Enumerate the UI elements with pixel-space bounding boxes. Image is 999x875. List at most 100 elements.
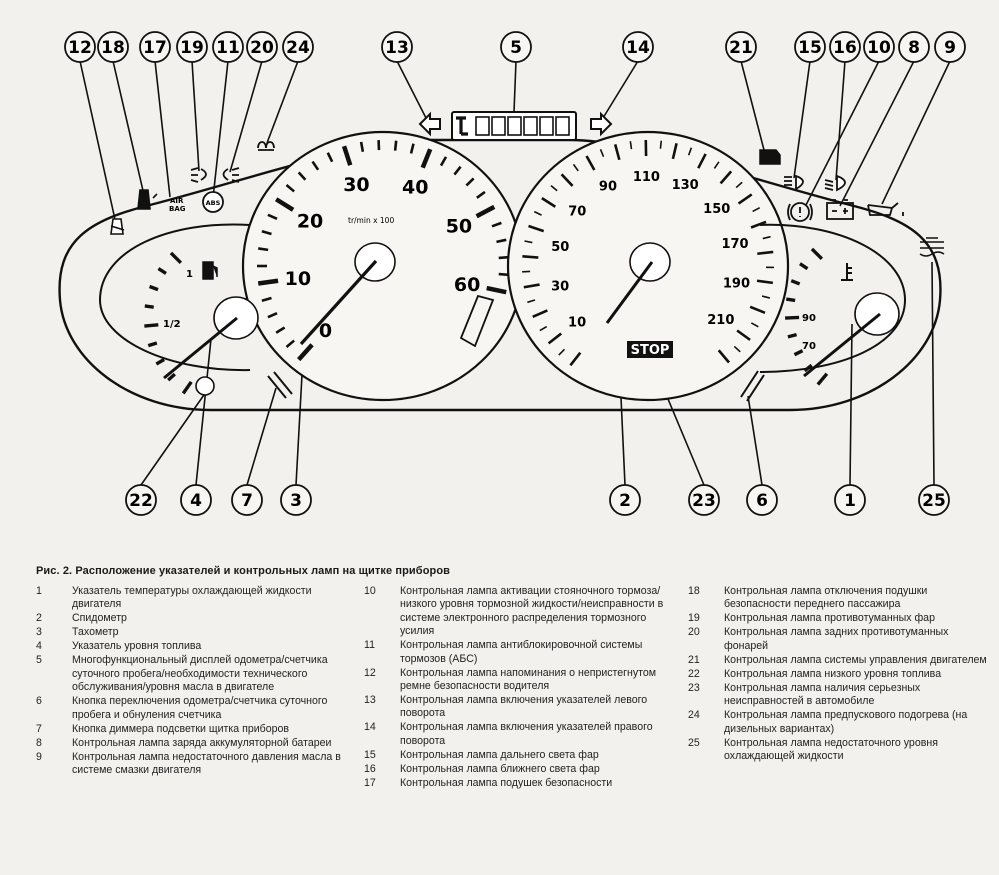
- fuel-tick: [169, 251, 183, 265]
- legend-item-text: Указатель уровня топлива: [72, 640, 202, 653]
- tach-tick: [297, 171, 307, 181]
- callout-number: 18: [101, 38, 125, 58]
- speed-label: 90: [599, 179, 617, 194]
- legend-item-number: 11: [364, 639, 375, 652]
- temp-tick: [790, 279, 801, 286]
- legend-item-text: Контрольная лампа антиблокировочной сист…: [400, 639, 643, 665]
- seatbelt-warning-icon: [110, 218, 125, 235]
- fuel-full-label: 1: [186, 269, 193, 280]
- display-segment: [475, 116, 490, 136]
- tach-label: 10: [285, 268, 311, 290]
- speed-label: 70: [568, 204, 586, 219]
- callout-circle: [180, 484, 212, 516]
- leader-line: [835, 60, 846, 181]
- legend-item-text: Контрольная лампа включения указателей п…: [400, 721, 653, 747]
- callout-number: 17: [143, 38, 167, 58]
- speed-tick: [757, 250, 774, 256]
- tach-tick: [498, 272, 509, 277]
- speed-tick: [533, 210, 542, 216]
- callout-number: 10: [867, 38, 891, 58]
- callout-circle: [834, 484, 866, 516]
- oil-pressure-icon: [867, 202, 904, 216]
- leader-line: [396, 60, 427, 119]
- fuel-tick: [155, 358, 165, 366]
- speedometer-hub: [629, 242, 671, 282]
- low-beam-icon: [824, 174, 846, 192]
- tach-tick: [297, 343, 314, 362]
- speed-label: 10: [568, 315, 586, 330]
- callout-number: 15: [798, 38, 822, 58]
- speed-label: 110: [633, 170, 660, 185]
- legend-item-number: 25: [688, 736, 700, 749]
- callout-circle: [725, 31, 757, 63]
- legend-item-number: 6: [36, 695, 42, 708]
- fuel-tick: [148, 284, 159, 292]
- tach-tick: [465, 177, 475, 187]
- legend-item-text: Контрольная лампа задних противотуманных…: [724, 626, 949, 652]
- temp-tick: [816, 372, 829, 386]
- speed-tick: [539, 325, 548, 332]
- temp-70-label: 70: [802, 341, 816, 352]
- callout-circle: [231, 484, 263, 516]
- fuel-gauge-ring: [98, 223, 251, 372]
- tach-tick: [439, 156, 448, 167]
- battery-charge-icon: [826, 199, 854, 220]
- speed-tick: [629, 141, 633, 150]
- legend-item-number: 8: [36, 736, 42, 749]
- tachometer-tick-marks: [257, 140, 509, 362]
- callout-circle: [829, 31, 861, 63]
- tach-label: 30: [343, 174, 369, 196]
- high-beam-icon: [784, 174, 804, 191]
- tach-label: 50: [446, 216, 472, 238]
- legend-item-number: 5: [36, 654, 42, 667]
- tach-tick: [258, 247, 269, 252]
- legend-item-text: Контрольная лампа низкого уровня топлива: [724, 667, 942, 680]
- tach-tick: [393, 140, 398, 151]
- cluster-housing: [58, 138, 942, 412]
- speed-tick: [550, 184, 558, 192]
- tach-label: 40: [402, 176, 428, 198]
- abs-lamp-icon: [202, 191, 224, 213]
- speed-tick: [558, 348, 566, 356]
- callout-number: 9: [944, 38, 956, 58]
- legend-item-text: Кнопка диммера подсветки щитка приборов: [72, 722, 290, 735]
- legend-item-text: Контрольная лампа напоминания о непристе…: [400, 666, 657, 693]
- callout-circle: [381, 31, 413, 63]
- speed-tick: [524, 240, 533, 244]
- leader-line: [79, 60, 117, 225]
- speed-tick: [750, 220, 767, 229]
- legend-item-text: Контрольная лампа включения указателей л…: [400, 694, 648, 720]
- temp-90-label: 90: [802, 313, 816, 324]
- leader-line: [266, 60, 299, 144]
- callout-number: 24: [286, 38, 310, 58]
- callout-circle: [609, 484, 641, 516]
- low-fuel-warning-lamp: [195, 376, 215, 396]
- speed-label: 190: [723, 277, 750, 292]
- speed-label: 210: [707, 313, 734, 328]
- tach-tick: [498, 255, 509, 260]
- speed-tick: [761, 295, 771, 299]
- legend-item-text: Контрольная лампа отключения подушки без…: [724, 585, 928, 611]
- legend-item-text: Контрольная лампа подушек безопасности: [400, 776, 613, 789]
- speed-tick: [528, 224, 545, 233]
- coolant-level-icon: [919, 237, 945, 257]
- leader-line: [602, 60, 639, 119]
- speed-tick: [522, 255, 539, 259]
- speed-tick: [737, 193, 753, 205]
- fuel-pump-icon: [202, 261, 218, 280]
- legend-item-text: Тахометр: [72, 626, 119, 639]
- callout-circle: [64, 31, 96, 63]
- callout-circle: [97, 31, 129, 63]
- legend-item-number: 10: [364, 585, 376, 597]
